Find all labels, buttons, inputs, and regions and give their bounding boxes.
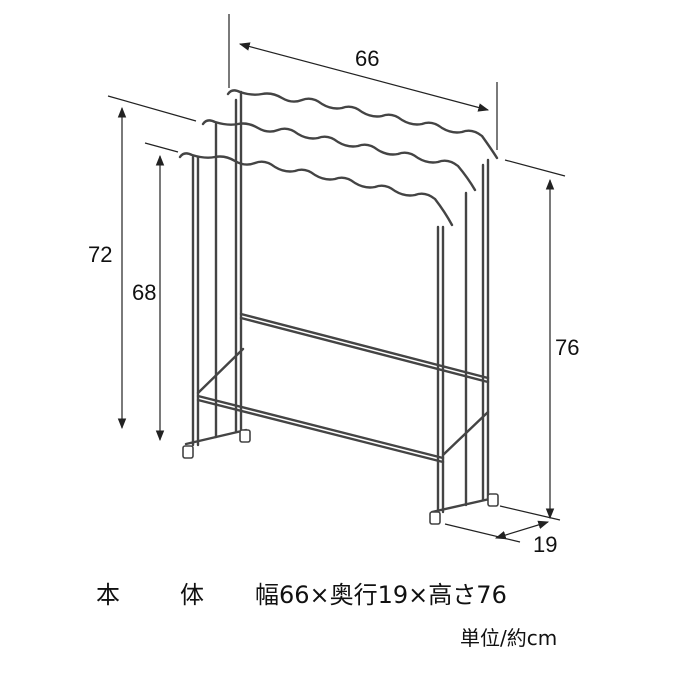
foot-cap: [239, 429, 251, 443]
foot-cap: [182, 445, 194, 459]
depth-label: 19: [533, 532, 557, 557]
feet-caps: [182, 429, 499, 525]
height-bottom-rail-label: 68: [132, 280, 156, 305]
brace-left: [196, 347, 245, 395]
product-spec: 幅66×奥行19×高さ76: [255, 581, 507, 609]
foot-right: [430, 496, 496, 514]
width-arrow: [238, 42, 490, 112]
wavy-rail-bottom: [178, 152, 454, 227]
total-height-label: 76: [555, 335, 579, 360]
bottom-bar-front: [196, 394, 445, 460]
wavy-rail-middle: [201, 119, 477, 192]
width-label: 66: [355, 46, 379, 71]
foot-cap: [429, 511, 441, 525]
wavy-rail-top: [226, 89, 499, 160]
unit-note: 単位/約cm: [460, 626, 558, 650]
bottom-bar-back: [239, 312, 490, 380]
brace-right: [441, 410, 490, 457]
foot-left: [184, 428, 248, 446]
height-top-rail-label: 72: [88, 242, 112, 267]
product-title: 本 体: [96, 581, 222, 609]
dimension-lines: [107, 14, 566, 543]
foot-cap: [487, 493, 499, 507]
rack-frame: [178, 89, 499, 514]
depth-arrow: [494, 520, 550, 540]
